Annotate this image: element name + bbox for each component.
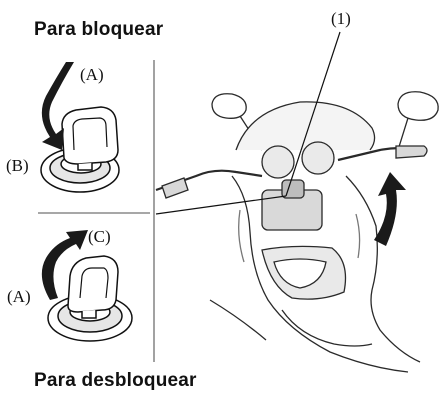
windscreen bbox=[236, 102, 375, 150]
callout-c: (C) bbox=[88, 227, 111, 247]
callout-a-lock: (A) bbox=[80, 65, 104, 85]
steer-arrow-icon bbox=[374, 172, 406, 246]
key-shank bbox=[78, 163, 92, 170]
left-grip bbox=[162, 178, 188, 198]
key-head bbox=[62, 107, 118, 164]
callout-1: (1) bbox=[331, 9, 351, 29]
motorcycle-front-illustration bbox=[156, 92, 438, 372]
key-head-lower bbox=[68, 256, 118, 312]
gauge-left bbox=[262, 146, 294, 178]
right-mirror-stem bbox=[398, 118, 408, 150]
body-shading bbox=[239, 210, 244, 262]
callout-b: (B) bbox=[6, 156, 29, 176]
ignition-lock-illustration bbox=[41, 107, 119, 192]
key-shank-lower bbox=[82, 310, 96, 318]
floorboard bbox=[210, 300, 266, 340]
right-grip bbox=[396, 146, 427, 158]
left-mirror bbox=[212, 94, 246, 119]
ignition-switch bbox=[282, 180, 304, 198]
unlock-heading: Para desbloquear bbox=[34, 370, 197, 392]
gauge-right bbox=[302, 142, 334, 174]
lock-heading: Para bloquear bbox=[34, 19, 163, 41]
fender bbox=[282, 310, 372, 346]
callout-a-unlock: (A) bbox=[7, 287, 31, 307]
right-mirror bbox=[398, 92, 438, 121]
body-shading-2 bbox=[356, 214, 360, 258]
ignition-unlock-illustration bbox=[48, 256, 132, 341]
front-fairing-right bbox=[346, 176, 420, 362]
